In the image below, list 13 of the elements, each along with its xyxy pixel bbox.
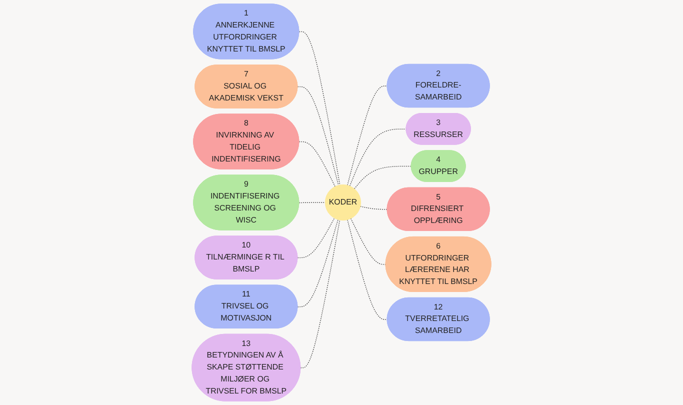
connector <box>300 220 340 368</box>
connector <box>298 31 340 186</box>
connector <box>297 218 335 258</box>
connector <box>354 166 412 190</box>
connector <box>347 219 388 320</box>
connector <box>349 128 407 186</box>
connector <box>350 218 386 265</box>
connector <box>347 86 388 186</box>
connector <box>360 206 388 210</box>
connector <box>297 86 339 186</box>
connector <box>297 219 338 308</box>
connector <box>298 202 326 204</box>
connector <box>298 141 336 187</box>
